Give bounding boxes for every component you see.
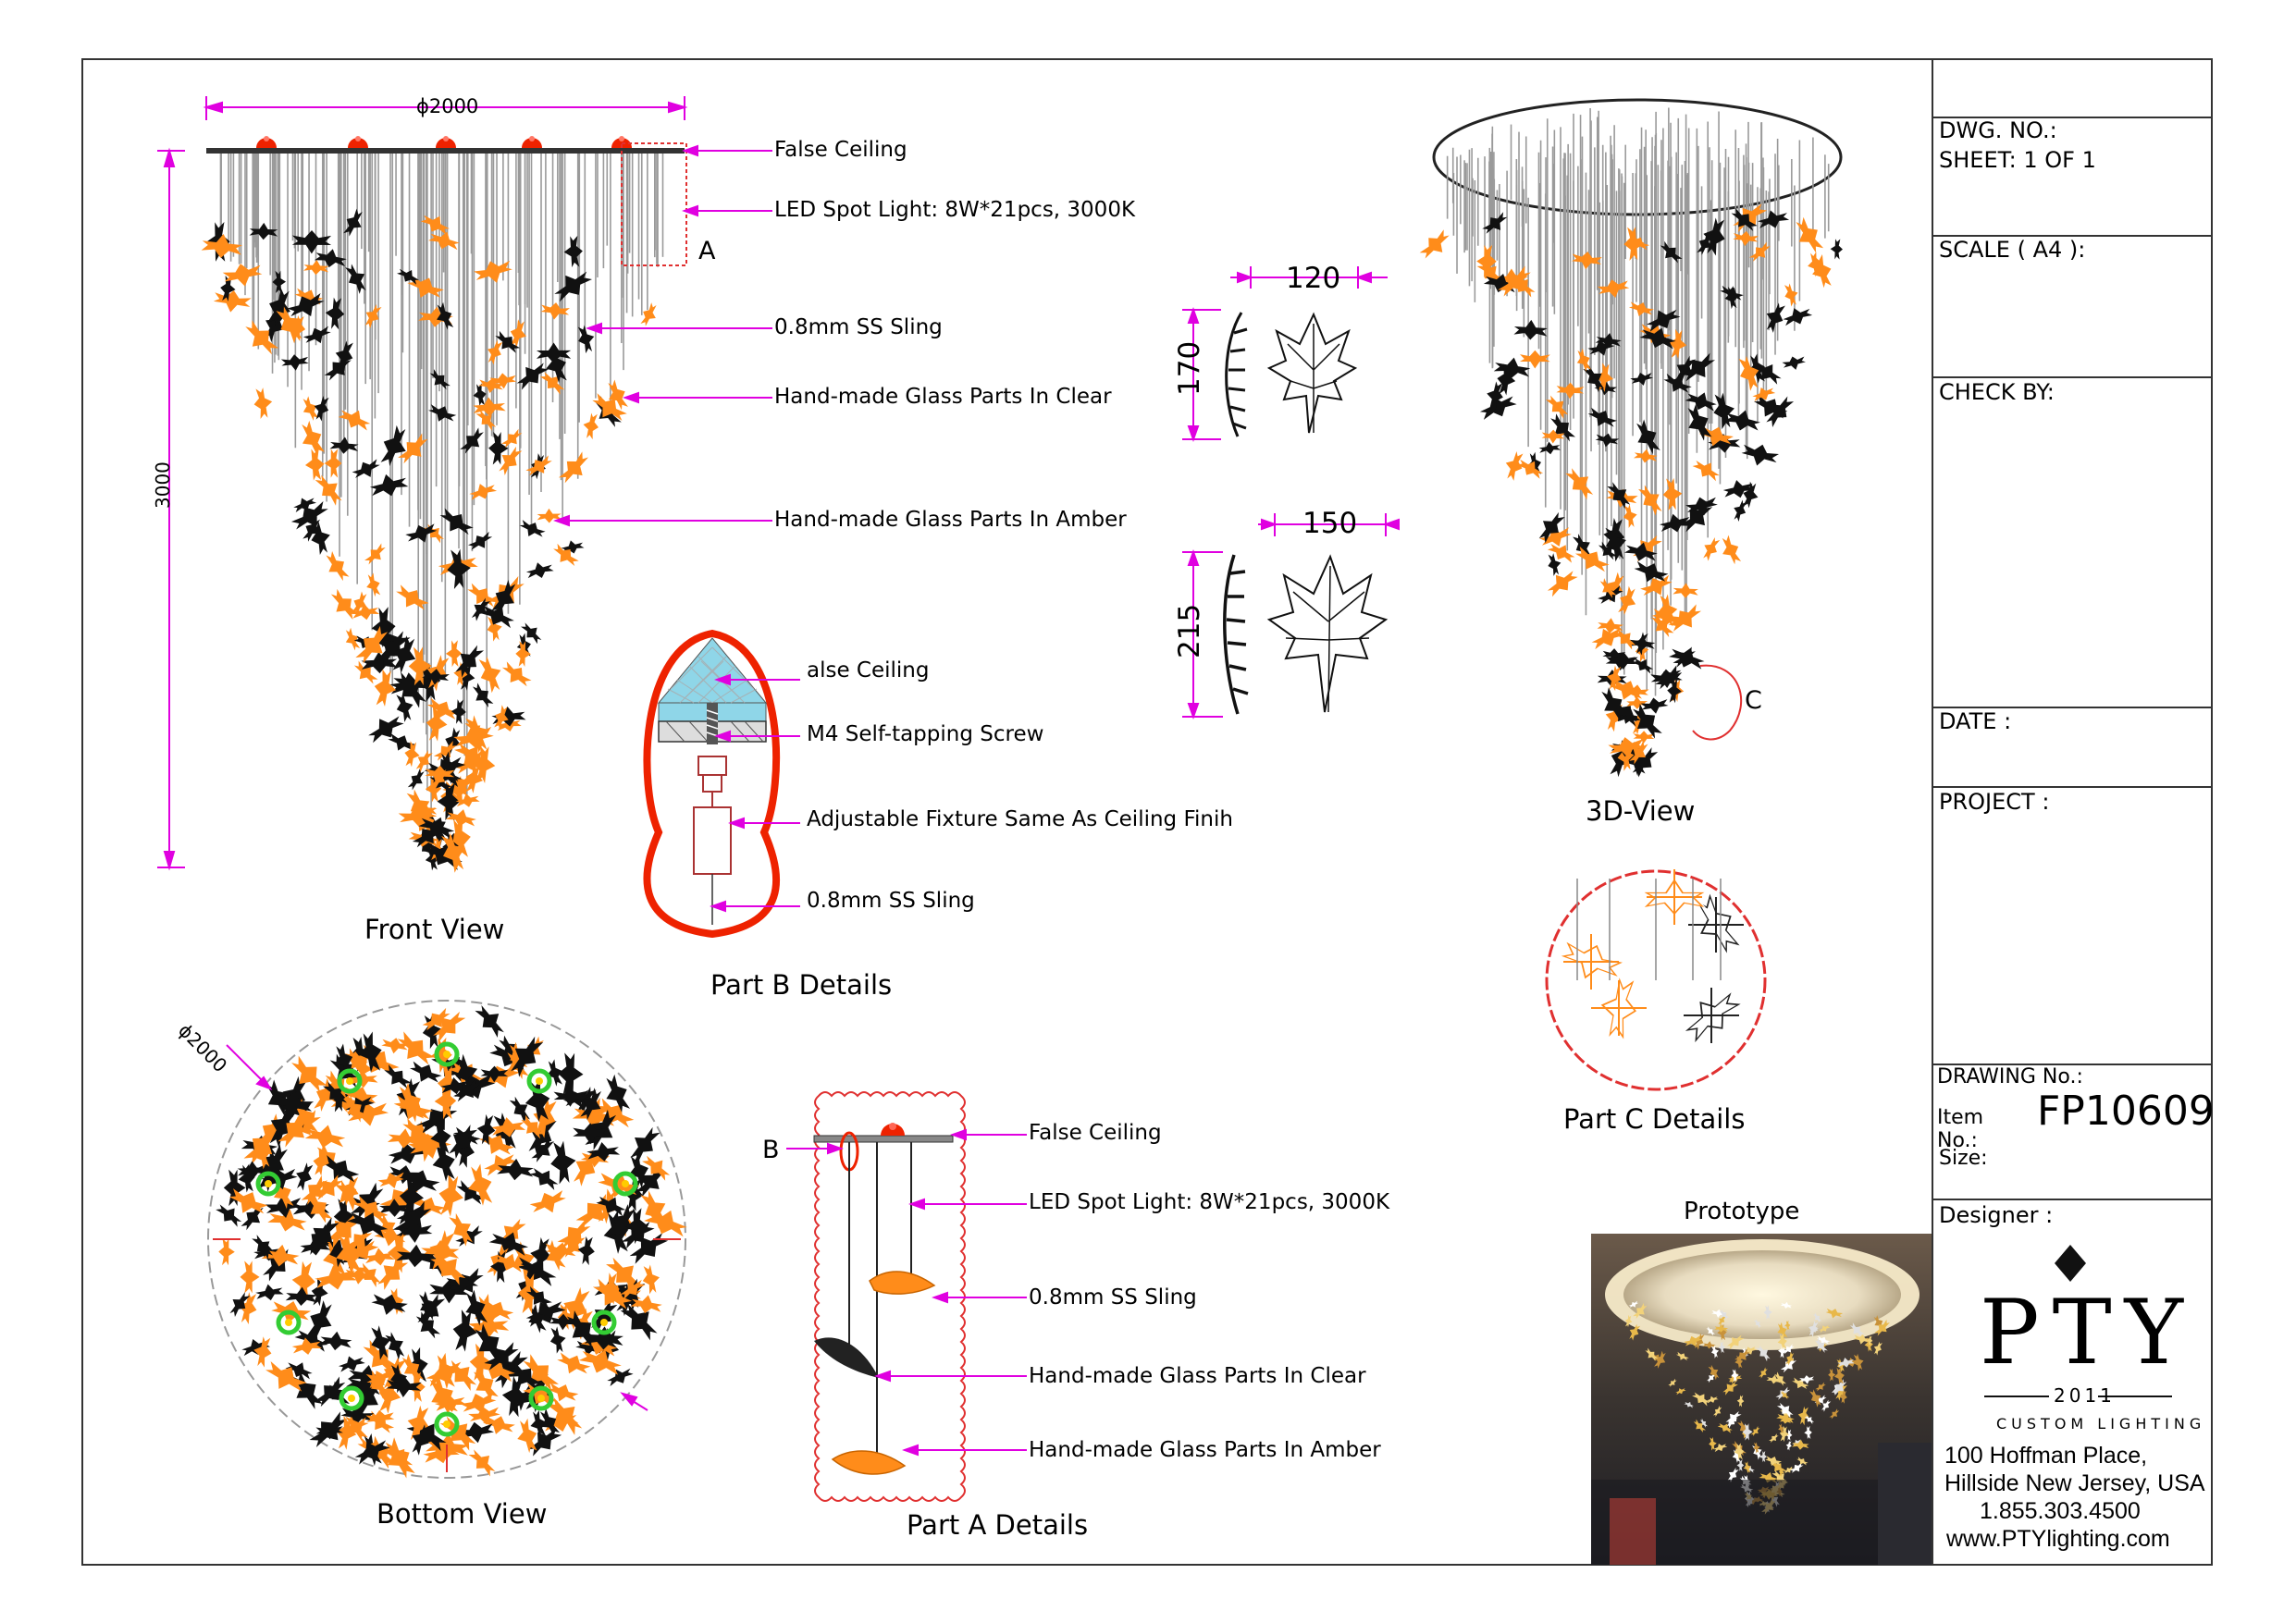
part-b-callout-screw: M4 Self-tapping Screw	[807, 722, 1044, 746]
part-b-callout-fixture: Adjustable Fixture Same As Ceiling Finih	[807, 807, 1233, 831]
part-a-callout-amber: Hand-made Glass Parts In Amber	[1029, 1438, 1381, 1462]
leaf-part-large	[1182, 513, 1400, 719]
tb-line-3	[1932, 376, 2213, 378]
tb-line-6	[1932, 1064, 2213, 1065]
sling-wires	[219, 154, 664, 815]
part-b-drawing	[643, 629, 800, 939]
part-a-callout-false-ceiling: False Ceiling	[1029, 1121, 1162, 1145]
tb-line-4	[1932, 707, 2213, 708]
led-spot-lights	[256, 136, 632, 148]
leaf-part-small	[1182, 266, 1388, 442]
size-label: Size:	[1939, 1147, 1988, 1170]
check-by-label: CHECK BY:	[1939, 379, 2055, 405]
part-c-leaves	[1560, 869, 1744, 1044]
part-a-callout-sling: 0.8mm SS Sling	[1029, 1285, 1197, 1309]
detail-c-outline	[1692, 664, 1743, 741]
large-leaf-width: 150	[1302, 507, 1358, 540]
front-width-dim-label: ϕ2000	[416, 95, 479, 117]
drawing-no-label: DRAWING No.:	[1937, 1065, 2083, 1088]
part-a-callout-led: LED Spot Light: 8W*21pcs, 3000K	[1029, 1190, 1390, 1214]
detail-a-outline	[621, 142, 687, 266]
dwg-no-label: DWG. NO.:	[1939, 117, 2057, 143]
item-no-value: FP10609	[2037, 1088, 2215, 1135]
detail-b-marker: B	[762, 1136, 780, 1164]
sling-wires-3d	[1446, 107, 1830, 696]
scale-label: SCALE ( A4 ):	[1939, 237, 2086, 263]
brand-year: 2011	[2054, 1384, 2116, 1407]
tb-line-5	[1932, 786, 2213, 788]
detail-c-marker: C	[1745, 686, 1762, 715]
part-b-title: Part B Details	[710, 969, 893, 1001]
project-label: PROJECT :	[1939, 789, 2050, 815]
three-d-view-title: 3D-View	[1586, 795, 1696, 827]
front-callout-amber: Hand-made Glass Parts In Amber	[774, 508, 1127, 532]
sheet-label: SHEET: 1 OF 1	[1939, 147, 2096, 173]
address-line-2: Hillside New Jersey, USA	[1944, 1470, 2205, 1496]
address-line-1: 100 Hoffman Place,	[1944, 1443, 2148, 1469]
sheet-border	[81, 58, 2213, 1566]
part-a-title: Part A Details	[907, 1509, 1089, 1541]
prototype-photo	[1591, 1234, 1932, 1565]
part-c-drawing	[1545, 869, 1767, 1091]
tb-line-7	[1932, 1199, 2213, 1200]
front-callout-sling: 0.8mm SS Sling	[774, 315, 943, 339]
small-leaf-width: 120	[1286, 262, 1341, 295]
part-a-callout-clear: Hand-made Glass Parts In Clear	[1029, 1364, 1366, 1388]
website: www.PTYlighting.com	[1946, 1526, 2170, 1552]
front-height-dim-label: 3000	[152, 461, 174, 509]
date-label: DATE :	[1939, 708, 2012, 734]
three-d-view-drawing	[1419, 98, 1843, 778]
bottom-view-title: Bottom View	[376, 1498, 548, 1530]
part-c-title: Part C Details	[1563, 1103, 1746, 1135]
item-no-label: Item No.:	[1937, 1106, 1984, 1152]
front-callout-clear: Hand-made Glass Parts In Clear	[774, 385, 1112, 409]
part-b-callout-ceiling: alse Ceiling	[807, 658, 930, 682]
led-rings-bottom	[255, 1041, 638, 1437]
small-leaf-height: 170	[1173, 340, 1206, 396]
front-height-dimension	[157, 147, 185, 871]
large-leaf-height: 215	[1173, 603, 1206, 658]
part-b-callout-sling: 0.8mm SS Sling	[807, 889, 975, 913]
phone: 1.855.303.4500	[1980, 1498, 2141, 1524]
glass-leaves-3d	[1419, 203, 1843, 778]
part-a-drawing	[786, 1091, 1027, 1502]
glass-leaves-bottom	[216, 1004, 687, 1479]
front-callout-led: LED Spot Light: 8W*21pcs, 3000K	[774, 198, 1136, 222]
front-leader-lines	[553, 144, 772, 527]
tb-line-2	[1932, 235, 2213, 237]
front-view-title: Front View	[364, 914, 505, 945]
front-callout-false-ceiling: False Ceiling	[774, 138, 907, 162]
designer-label: Designer :	[1939, 1202, 2054, 1228]
front-view-drawing	[157, 96, 772, 873]
logo-diamond-icon	[2055, 1245, 2086, 1282]
front-width-dimension	[203, 96, 688, 120]
bottom-view-drawing	[207, 1000, 687, 1479]
prototype-title: Prototype	[1684, 1198, 1800, 1225]
tb-line-1	[1932, 117, 2213, 118]
detail-a-marker: A	[698, 237, 716, 265]
brand-tagline: CUSTOM LIGHTING	[1996, 1415, 2206, 1432]
glass-leaves-front	[201, 208, 657, 873]
brand-name: PTY	[1980, 1281, 2196, 1384]
